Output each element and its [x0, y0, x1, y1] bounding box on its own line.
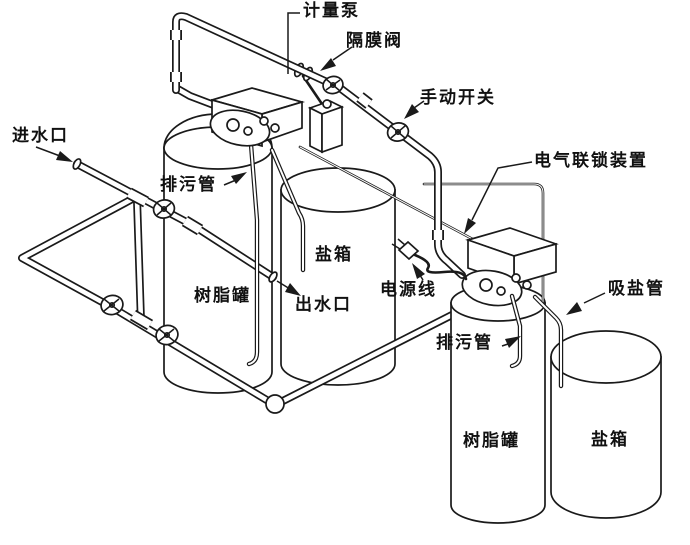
brine-line-middle: [269, 147, 306, 273]
label-manual-switch: 手动开关: [420, 88, 496, 108]
label-water-inlet: 进水口: [12, 126, 69, 146]
label-electrical-interlock: 电气联锁装置: [534, 151, 648, 171]
metering-pump-shape: [301, 74, 345, 154]
salt-suction-pipe-shape: [532, 294, 564, 389]
frame-pipe-left: [18, 193, 279, 409]
label-drain-pipe-left: 排污管: [160, 175, 217, 195]
salt-tank-right-shape: [550, 330, 662, 519]
tee-drop-pipe: [133, 195, 145, 326]
label-salt-suction-pipe: 吸盐管: [608, 279, 665, 299]
label-metering-pump: 计量泵: [303, 1, 360, 21]
handwheel-valve-frame-2: [155, 324, 179, 346]
handwheel-valve-frame-1: [100, 294, 124, 316]
pipe-fittings: [126, 187, 285, 414]
outlet-open-end: [268, 271, 278, 283]
right-control-valve-head: [461, 227, 559, 307]
label-resin-tank-right: 树脂罐: [463, 431, 520, 451]
label-salt-tank-middle: 盐箱: [315, 245, 353, 265]
handwheel-valve-mid: [152, 199, 176, 219]
manual-switch-valve: [386, 122, 410, 142]
handwheel-valve-top: [322, 75, 344, 95]
label-power-cord: 电源线: [380, 280, 437, 300]
electrical-interlock-wire: [298, 145, 545, 307]
label-resin-tank-left: 树脂罐: [194, 286, 251, 306]
label-leaders: [35, 12, 606, 348]
drain-pipe-right-shape: [509, 293, 523, 369]
left-control-valve-head: [208, 87, 306, 148]
drain-pipe-left-shape: [246, 129, 260, 367]
power-cord-shape: [391, 238, 468, 281]
label-drain-pipe-right: 排污管: [436, 333, 493, 353]
inlet-open-end: [72, 158, 82, 170]
resin-tank-right-shape: [450, 284, 546, 524]
resin-tank-left-shape: [163, 113, 273, 394]
top-distribution-pipe: [170, 12, 466, 279]
label-diaphragm-valve: 隔膜阀: [346, 31, 403, 51]
label-water-outlet: 出水口: [295, 295, 352, 315]
label-salt-tank-right: 盐箱: [591, 430, 629, 450]
